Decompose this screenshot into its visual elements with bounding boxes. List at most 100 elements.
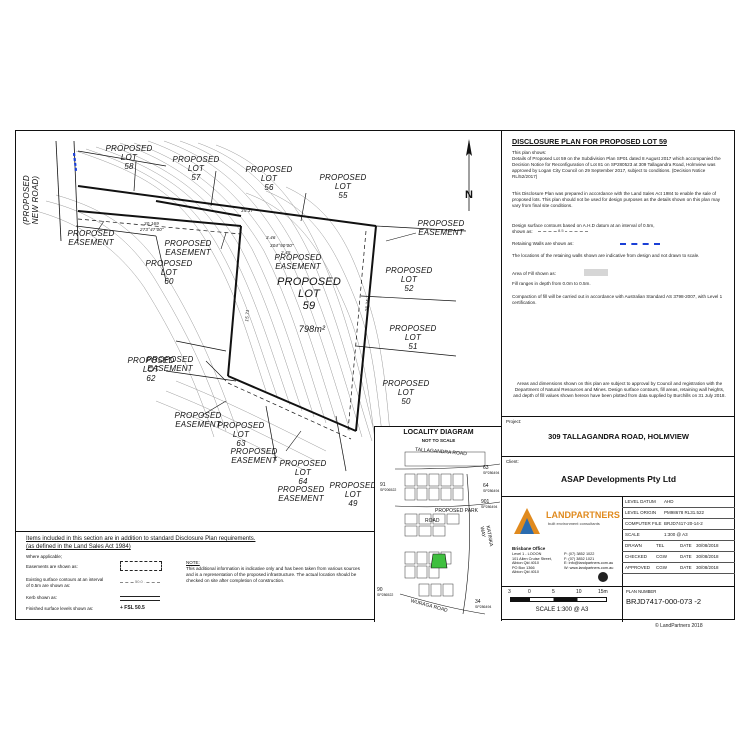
disclosure-p1: Details of Proposed Lot 59 on the Subdiv… — [512, 156, 721, 179]
contour-sample-label: 50.0 — [134, 579, 144, 584]
dimension-label: 3.46 — [266, 235, 276, 240]
disclosure-p2: This Disclosure Plan was prepared in acc… — [512, 191, 721, 208]
north-label: N — [465, 189, 473, 201]
contour-legend-label: 8.5 — [557, 228, 565, 233]
tb-row: LEVEL ORIGIN PM98678 RL31.522 — [622, 507, 735, 519]
disclosure-p8: Compaction of fill will be carried out i… — [512, 294, 723, 305]
legend-kerb: Kerb shown as: — [26, 595, 58, 600]
scale-tick: 0 — [528, 589, 531, 595]
disclosure-p6: Area of Fill shown as: — [512, 271, 556, 276]
scale-tick: 3 — [508, 589, 511, 595]
disclosure-p4: Retaining Walls are shown as: — [512, 241, 574, 246]
office-address: Level 1 - LOOON 101 Allen Cruise Street,… — [512, 552, 552, 574]
lot-59-area: 798m² — [298, 324, 326, 334]
site-highlight — [430, 553, 448, 569]
logo-text: LANDPARTNERS — [546, 510, 620, 520]
north-arrow-icon — [466, 139, 472, 211]
legend-title: Items included in this section are in ad… — [26, 536, 256, 542]
legend-fsl: Finished surface levels shown as: — [26, 606, 94, 611]
disclosure-p9: Areas and dimensions shown on this plan … — [513, 381, 726, 398]
legend-easement: Easements are shown as: — [26, 564, 78, 569]
disclosure-notes: DISCLOSURE PLAN FOR PROPOSED LOT 59 This… — [502, 131, 735, 417]
scale-tick: 15m — [598, 589, 608, 595]
note-text: This additional information is indicativ… — [186, 566, 360, 583]
logo-block: LANDPARTNERS built environment consultan… — [502, 496, 623, 586]
dimension-label: 304°50'00" — [270, 243, 294, 248]
client-label: Client: — [506, 459, 519, 464]
locality-road: ROAD — [425, 518, 440, 524]
project-box: Project: 309 TALLAGANDRA ROAD, HOLMVIEW — [502, 416, 735, 457]
disclosure-p3b: shown as: — [512, 229, 533, 234]
client-box: Client: ASAP Developments Pty Ltd — [502, 456, 735, 497]
locality-subtitle: NOT TO SCALE — [421, 438, 456, 443]
fsl-sample: + FSL 50.5 — [120, 605, 145, 611]
locality-diagram: LOCALITY DIAGRAM NOT TO SCALE — [374, 426, 502, 622]
plan-number: BRJD7417-000-073 -2 — [626, 597, 702, 606]
tb-row: COMPUTER FILE BRJD7417-20-14-2 — [622, 518, 735, 530]
locality-title: LOCALITY DIAGRAM — [403, 429, 474, 436]
scale-tick: 5 — [552, 589, 555, 595]
dimension-label: 28.24 — [364, 299, 371, 312]
tb-row: DRAWN TEL DATE 30/08/2018 — [622, 540, 735, 552]
office-contact: P: (07) 3852 1022 F: (07) 3852 1021 E: i… — [564, 552, 614, 570]
disclosure-p5: The locations of the retaining walls sho… — [512, 253, 700, 258]
locality-road: PROPOSED PARK — [435, 508, 478, 514]
tb-row: APPROVED CGW DATE 30/08/2018 — [622, 562, 735, 574]
dimension-label: 30.169 — [144, 221, 159, 226]
title-block-rows: LEVEL DATUM AHD LEVEL ORIGIN PM98678 RL3… — [622, 496, 735, 586]
landpartners-logo-icon — [514, 508, 540, 534]
site-plan-drawing — [35, 139, 472, 472]
legend-section: Items included in this section are in ad… — [16, 531, 374, 622]
legend-subtitle: (as defined in the Land Sales Act 1984) — [26, 544, 131, 550]
locality-map — [394, 451, 501, 615]
retaining-wall-sample — [620, 243, 660, 245]
copyright: © LandPartners 2018 — [655, 623, 703, 629]
client-value: ASAP Developments Pty Ltd — [560, 474, 677, 484]
note-title: NOTE: — [186, 560, 200, 565]
scale-and-plan: 3 0 5 10 15m SCALE 1:300 @ A3 PLAN NUMBE… — [502, 586, 735, 622]
plan-number-label: PLAN NUMBER — [626, 589, 657, 594]
dimension-label: 35.37 — [241, 208, 254, 213]
scale-bar: 3 0 5 10 15m SCALE 1:300 @ A3 — [502, 587, 623, 622]
legend-where: Where applicable; — [26, 554, 63, 559]
fill-area-sample — [584, 269, 608, 276]
disclosure-plan-sheet: (PROPOSED NEW ROAD) N 30.169 273°47'00" … — [15, 130, 735, 622]
scale-tick: 10 — [576, 589, 582, 595]
lot-59-label: PROPOSED LOT 59 — [277, 276, 341, 312]
scale-graphic — [510, 597, 607, 602]
project-label: Project: — [506, 419, 522, 424]
disclosure-p3: Design surface contours based on A.H.D d… — [512, 223, 655, 228]
certification-icon — [598, 572, 608, 582]
logo-subtext: built environment consultants — [548, 521, 600, 526]
right-panel: DISCLOSURE PLAN FOR PROPOSED LOT 59 This… — [501, 131, 735, 622]
disclosure-p7: Fill ranges in depth from 0.0m to 0.5m. — [512, 281, 591, 286]
dimension-label: 273°47'00" — [140, 227, 164, 232]
tb-row: CHECKED CGW DATE 30/08/2018 — [622, 551, 735, 563]
scale-label: SCALE 1:300 @ A3 — [535, 607, 589, 613]
road-label: (PROPOSED NEW ROAD) — [22, 175, 40, 225]
shows-text: This plan shows: — [512, 150, 547, 155]
project-value: 309 TALLAGANDRA ROAD, HOLMVIEW — [548, 432, 689, 441]
